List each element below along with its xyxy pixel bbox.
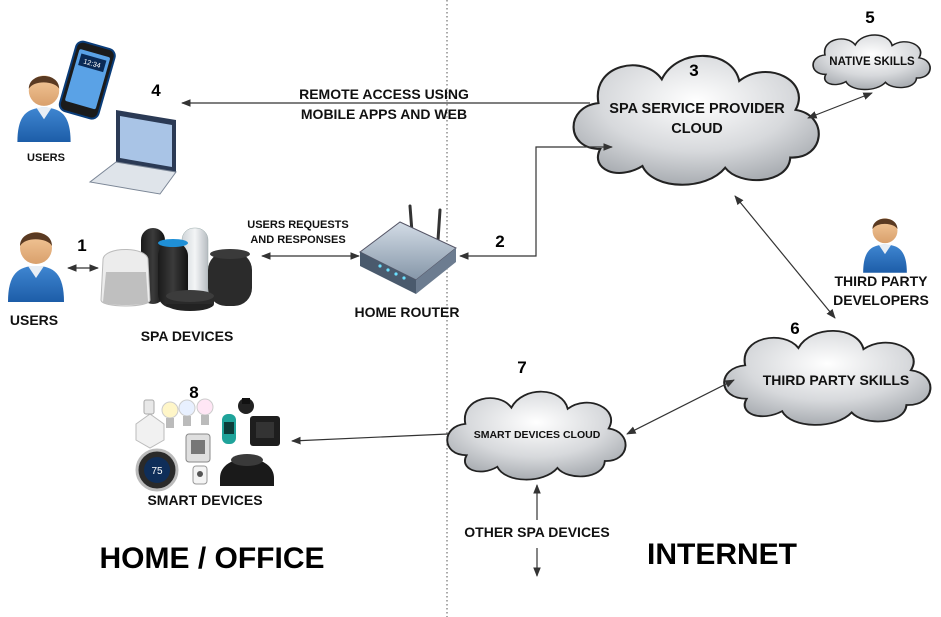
developer-icon [863,218,907,273]
spa-devices-group [100,227,252,311]
arrow-smartcloud-devices [291,433,449,445]
smart-devices-group: 75 [135,398,280,492]
number-4: 4 [151,81,161,100]
number-1: 1 [77,236,86,255]
router-icon [359,204,457,294]
label-spa-devices: SPA DEVICES [141,328,234,344]
number-7: 7 [517,358,526,377]
label-third-party-developers-2: DEVELOPERS [833,292,929,308]
robot-vacuum-icon [220,458,274,486]
label-smart-devices: SMART DEVICES [147,492,262,508]
hub-icon [135,413,165,449]
label-other-spa-devices: OTHER SPA DEVICES [464,524,609,540]
bulb-icons [161,398,214,428]
label-third-party-developers-1: THIRD PARTY [834,273,928,289]
cloud-label-spa-2: CLOUD [671,121,723,137]
label-user-requests-2: AND RESPONSES [250,234,345,246]
number-6: 6 [790,319,799,338]
number-8: 8 [189,383,198,402]
homepod-icon [208,252,252,306]
label-users-top: USERS [27,152,65,164]
cloud-label-spa-1: SPA SERVICE PROVIDER [609,101,785,117]
label-remote-access-2: MOBILE APPS AND WEB [301,106,467,122]
number-3: 3 [689,61,698,80]
label-user-requests-1: USERS REQUESTS [247,219,348,231]
zone-title-internet: INTERNET [647,538,797,571]
cloud-label-native-skills: NATIVE SKILLS [829,56,915,68]
label-remote-access-1: REMOTE ACCESS USING [299,86,469,102]
cloud-label-smart-devices: SMART DEVICES CLOUD [474,429,601,441]
thermostat-readout: 75 [151,466,163,477]
smartphone-icon: 12:34 [58,40,116,120]
laptop-icon [88,110,177,195]
user-icon-left [8,232,64,302]
number-2: 2 [495,232,504,251]
arrow-spa-native [807,92,873,119]
sensor-icon [143,399,155,415]
arrow-router-spa [459,143,613,260]
arrow-smartcloud-thirdparty [626,379,735,435]
zone-title-home: HOME / OFFICE [100,542,325,575]
number-5: 5 [865,8,874,27]
label-users-left: USERS [10,312,58,328]
label-home-router: HOME ROUTER [355,304,460,320]
phone-screen-text: 12:34 [82,58,101,70]
cloud-label-third-party-skills: THIRD PARTY SKILLS [763,372,910,388]
arrow-spa-thirdparty [734,195,836,319]
